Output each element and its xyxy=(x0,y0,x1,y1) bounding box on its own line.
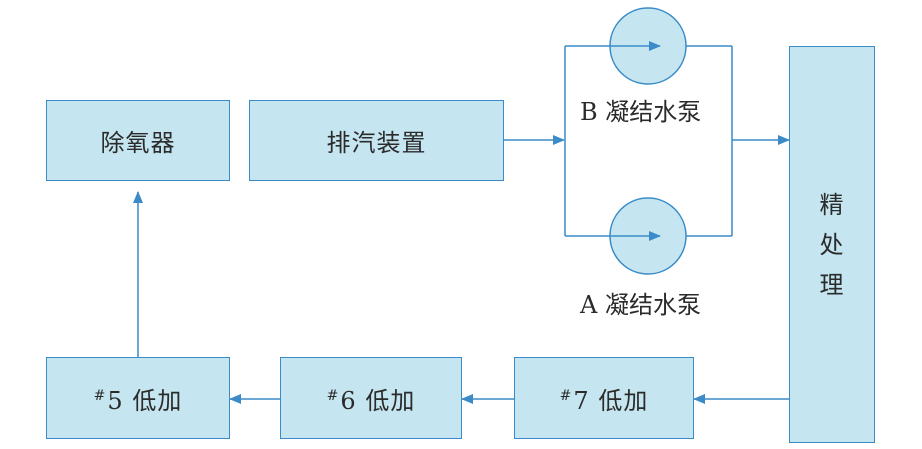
polishing-box: 精 处 理 xyxy=(789,46,875,443)
polishing-char-1: 精 xyxy=(819,190,845,219)
polishing-char-2: 处 xyxy=(819,230,845,259)
lp-heater-6-label: #6 低加 xyxy=(327,381,416,416)
lp-heater-7-number: 7 xyxy=(573,386,590,415)
exhaust-device-label: 排汽装置 xyxy=(326,129,427,157)
pump-b-label: B 凝结水泵 xyxy=(580,98,702,126)
deaerator-label: 除氧器 xyxy=(100,129,176,157)
lp-heater-7-label: #7 低加 xyxy=(560,381,649,416)
polishing-char-3: 理 xyxy=(819,270,845,299)
lp-heater-5-text: 低加 xyxy=(132,386,183,415)
lp-heater-7-text: 低加 xyxy=(598,386,649,415)
exhaust-device-box: 排汽装置 xyxy=(249,100,504,181)
lp-heater-5-mark: # xyxy=(93,387,107,404)
lp-heater-5-box: #5 低加 xyxy=(46,357,230,439)
lp-heater-6-text: 低加 xyxy=(365,386,416,415)
lp-heater-6-mark: # xyxy=(326,387,340,404)
lp-heater-5-number: 5 xyxy=(107,386,124,415)
lp-heater-7-mark: # xyxy=(559,387,573,404)
deaerator-box: 除氧器 xyxy=(46,100,230,181)
lp-heater-6-box: #6 低加 xyxy=(280,357,462,439)
lp-heater-6-number: 6 xyxy=(340,386,357,415)
lp-heater-7-box: #7 低加 xyxy=(514,357,694,439)
lp-heater-5-label: #5 低加 xyxy=(94,381,183,416)
pump-a-label: A 凝结水泵 xyxy=(580,291,701,319)
